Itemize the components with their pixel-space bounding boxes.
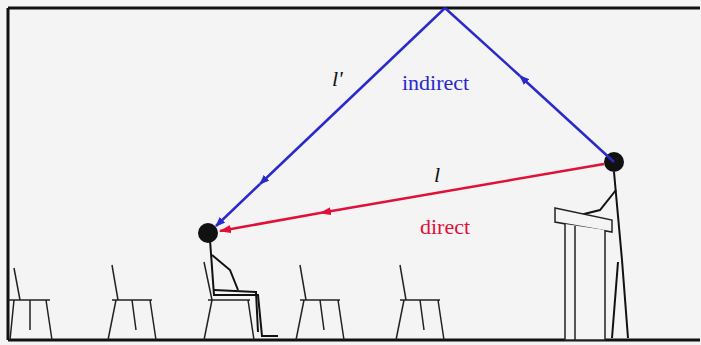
- path-length-label: l': [332, 68, 343, 90]
- path-name-label: direct: [420, 216, 470, 238]
- indirect-path-fall: [260, 8, 445, 184]
- direct-path: [220, 213, 320, 231]
- direct-path: [320, 164, 604, 213]
- indirect-path-fall: [216, 184, 260, 226]
- path-name-label: indirect: [402, 72, 469, 94]
- room-walls: [8, 8, 700, 340]
- chairs: [8, 262, 444, 340]
- indirect-path-rise: [520, 76, 614, 162]
- path-length-label: l: [434, 164, 440, 186]
- listener-head: [198, 223, 218, 243]
- indirect-path-rise: [445, 8, 520, 76]
- listener-figure: [210, 240, 278, 336]
- podium: [555, 208, 612, 340]
